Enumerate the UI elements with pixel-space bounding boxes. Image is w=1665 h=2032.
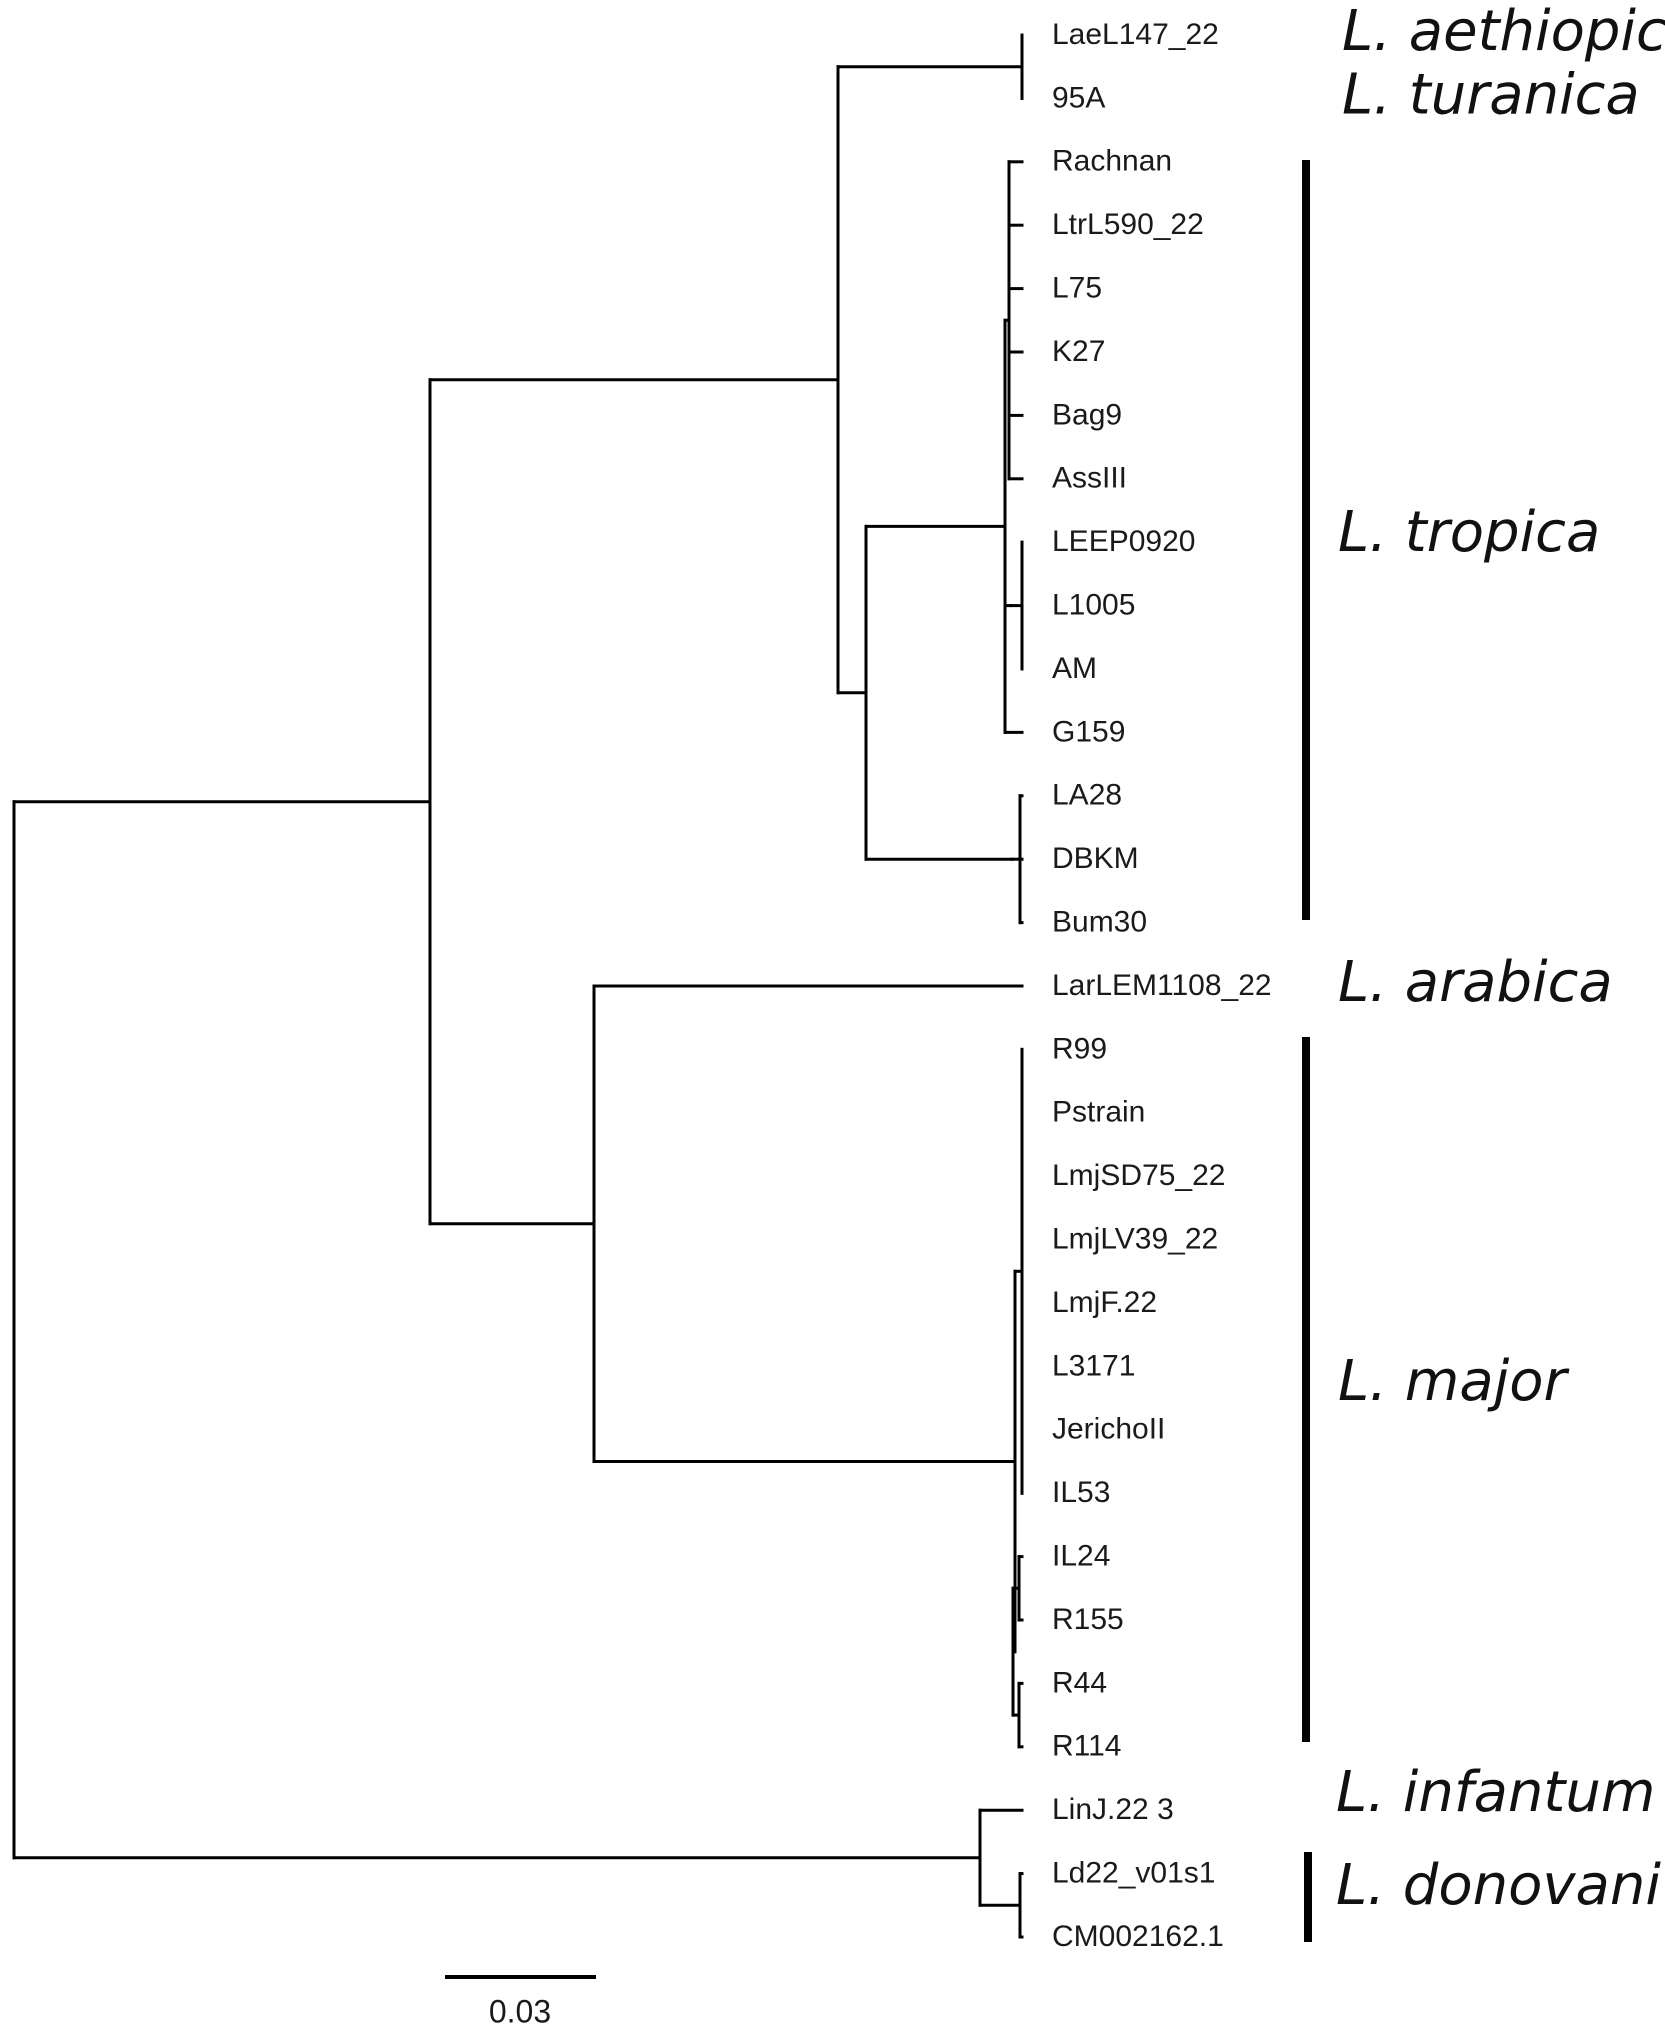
leaf-label: L3171 — [1052, 1349, 1135, 1382]
species-labels: L. aethiopicaL. turanica L. tropica L. ara… — [1336, 0, 1665, 1918]
species-label: L. aethiopica — [1342, 0, 1665, 64]
leaf-label: AssIII — [1052, 462, 1127, 495]
scale-bar-label: 0.03 — [489, 1993, 551, 2029]
leaf-label: DBKM — [1052, 842, 1139, 875]
leaf-label: Bag9 — [1052, 398, 1122, 431]
leaf-label: G159 — [1052, 715, 1125, 748]
leaf-label: LarLEM1108_22 — [1052, 969, 1272, 1002]
species-label: L. turanica — [1342, 63, 1640, 128]
leaf-label: R44 — [1052, 1666, 1107, 1699]
tree-branches — [12, 33, 1024, 1939]
leaf-label: AM — [1052, 652, 1097, 685]
leaf-label: LinJ.22 3 — [1052, 1793, 1174, 1826]
leaf-label: CM002162.1 — [1052, 1920, 1224, 1953]
leaf-label: LtrL590_22 — [1052, 208, 1204, 241]
leaf-label: LaeL147_22 — [1052, 18, 1219, 51]
leaf-label: Bum30 — [1052, 906, 1147, 939]
leaf-label: JerichoII — [1052, 1413, 1165, 1446]
leaf-label: IL53 — [1052, 1476, 1110, 1509]
leaf-label: R155 — [1052, 1603, 1124, 1636]
leaf-labels: LaeL147_22 95A RachnanLtrL590_22L75K27Bag9… — [1052, 18, 1272, 1953]
leaf-label: IL24 — [1052, 1540, 1110, 1573]
leaf-label: L1005 — [1052, 589, 1135, 622]
leaf-label: LmjF.22 — [1052, 1286, 1157, 1319]
leaf-label: Rachnan — [1052, 145, 1172, 178]
leaf-label: R114 — [1052, 1730, 1122, 1763]
species-label: L. tropica — [1338, 500, 1600, 565]
species-label: L. donovani — [1336, 1853, 1661, 1918]
leaf-label: LEEP0920 — [1052, 525, 1195, 558]
leaf-label: LmjLV39_22 — [1052, 1223, 1218, 1256]
leaf-label: Pstrain — [1052, 1096, 1145, 1129]
leaf-label: R99 — [1052, 1032, 1107, 1065]
leaf-label: K27 — [1052, 335, 1105, 368]
leaf-label: L75 — [1052, 272, 1102, 305]
scale-bar: 0.03 — [445, 1975, 596, 2029]
leaf-label: LA28 — [1052, 779, 1122, 812]
clade-bars — [1302, 160, 1312, 1942]
leaf-label: Ld22_v01s1 — [1052, 1857, 1215, 1890]
species-label: L. arabica — [1338, 950, 1613, 1015]
leaf-label: 95A — [1052, 81, 1105, 114]
species-label: L. infantum — [1336, 1760, 1655, 1825]
species-label: L. major — [1338, 1349, 1569, 1414]
leaf-label: LmjSD75_22 — [1052, 1159, 1225, 1192]
